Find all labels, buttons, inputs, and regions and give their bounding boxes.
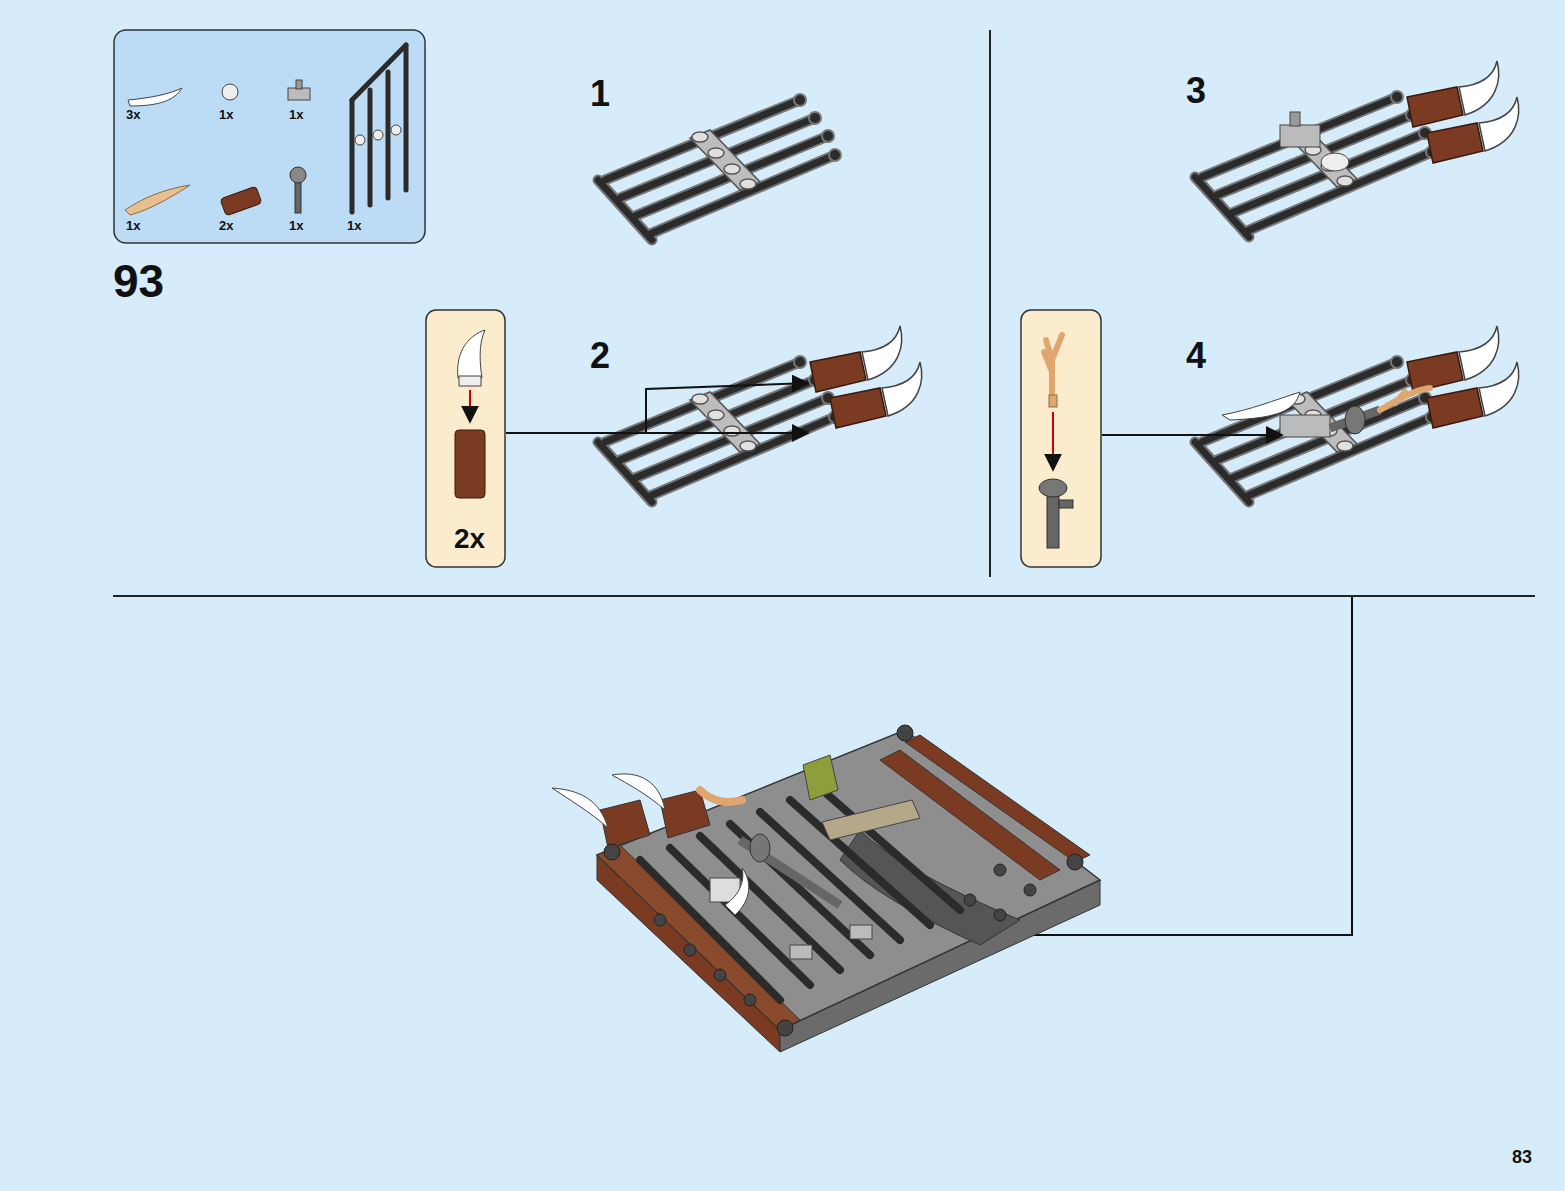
assembled-model-part xyxy=(803,755,838,800)
gate-step3 xyxy=(1195,91,1438,237)
weapon-step4-part xyxy=(1345,406,1365,434)
assembled-model-part xyxy=(552,788,608,828)
assembled-model-part xyxy=(600,800,650,848)
callout-arrow-part xyxy=(506,432,808,434)
parts-icons-part-part xyxy=(373,130,383,140)
callout-arrow-part xyxy=(1102,434,1282,436)
assembled-model-part-part xyxy=(820,788,960,910)
assembled-model-part-part xyxy=(850,925,872,939)
assembled-model-part-part xyxy=(744,994,756,1006)
callout-parts-part xyxy=(469,390,471,422)
divider xyxy=(113,595,1535,597)
parts-icons-part-part xyxy=(350,100,355,212)
callout-box xyxy=(1021,310,1101,567)
part-count: 1x xyxy=(289,108,303,121)
assembled-model-part-part xyxy=(777,1020,793,1036)
assembled-model-part-part xyxy=(994,864,1006,876)
callout-parts-part xyxy=(1059,500,1073,508)
assembled-model-part-part xyxy=(714,969,726,981)
clip-step3-part xyxy=(1290,112,1300,126)
parts-icons-part xyxy=(128,88,182,106)
assembled-model-part xyxy=(790,925,872,959)
assembled-model xyxy=(552,725,1100,1052)
assembled-model-part-part xyxy=(994,909,1006,921)
assembled-model-part-part xyxy=(684,944,696,956)
parts-icons-part-part xyxy=(404,45,409,190)
parts-icons-part xyxy=(352,45,406,212)
assembled-model-part xyxy=(597,730,1100,1030)
page-number: 83 xyxy=(1512,1148,1532,1166)
substep-number: 2 xyxy=(590,338,610,374)
clip-step3-part xyxy=(1321,153,1349,171)
parts-icons-part xyxy=(220,186,262,216)
weapon-step4-part xyxy=(1280,415,1330,437)
parts-icons-part xyxy=(355,125,401,145)
weapon-step4 xyxy=(1222,388,1430,437)
logs-step3 xyxy=(1407,61,1519,163)
part-count: 1x xyxy=(347,219,361,232)
callout-parts-part xyxy=(1044,335,1062,395)
assembled-model-part xyxy=(604,725,1083,1036)
callout-arrow-part xyxy=(646,383,808,433)
assembled-model-part-part xyxy=(604,844,620,860)
assembled-model-part xyxy=(725,868,749,915)
logs-step2 xyxy=(810,326,922,428)
assembled-model-part xyxy=(612,774,665,810)
substep-number: 4 xyxy=(1186,338,1206,374)
substep-number: 1 xyxy=(590,76,610,112)
parts-icons-part-part xyxy=(352,45,406,100)
assembled-model-part-part xyxy=(964,894,976,906)
assembled-model-part xyxy=(700,790,742,802)
callout-parts-part xyxy=(455,430,485,498)
gate-step2 xyxy=(598,356,841,502)
part-count: 1x xyxy=(219,108,233,121)
assembled-model-part-part xyxy=(1067,854,1083,870)
weapon-step4-part xyxy=(1222,392,1300,420)
parts-icons-part-part xyxy=(355,135,365,145)
callout-count: 2x xyxy=(454,525,485,553)
callout-parts xyxy=(455,330,1073,548)
assembled-model-part xyxy=(640,788,960,1000)
clip-step3 xyxy=(1280,112,1349,171)
assembled-model-part xyxy=(822,800,920,840)
parts-icons-part xyxy=(125,185,190,215)
parts-icons-part-part xyxy=(368,90,373,205)
callout-parts-part xyxy=(459,376,481,386)
parts-icons-part xyxy=(296,80,302,89)
logs-step4 xyxy=(1407,326,1519,428)
parts-box xyxy=(114,30,425,243)
assembled-model-part-part xyxy=(790,945,812,959)
callout-box xyxy=(426,310,505,567)
parts-icons xyxy=(125,45,406,216)
weapon-step4-part xyxy=(1380,388,1430,410)
assembled-model-part xyxy=(905,735,1090,862)
part-count: 1x xyxy=(289,219,303,232)
parts-icons-part-part xyxy=(391,125,401,135)
assembled-model-part-part xyxy=(1024,884,1036,896)
parts-icons-part xyxy=(288,88,310,100)
callout-parts-part xyxy=(1049,395,1057,407)
assembled-model-part-part xyxy=(654,914,666,926)
part-count: 1x xyxy=(126,219,140,232)
parts-icons-part xyxy=(290,167,306,183)
step-number: 93 xyxy=(113,258,164,304)
callout-parts-part xyxy=(1047,490,1059,548)
callout-parts-part xyxy=(1039,479,1067,497)
assembled-model-part xyxy=(750,834,770,862)
part-count: 2x xyxy=(219,219,233,232)
assembled-model-part-part xyxy=(897,725,913,741)
parts-icons-part-part xyxy=(386,72,391,198)
callout-parts-part xyxy=(1052,412,1054,470)
gate-step1 xyxy=(598,94,841,240)
divider xyxy=(989,30,991,577)
parts-icons-part xyxy=(222,84,238,100)
clip-step3-part xyxy=(1280,125,1320,147)
gate-step4 xyxy=(1195,356,1438,502)
substep-number: 3 xyxy=(1186,73,1206,109)
part-count: 3x xyxy=(126,108,140,121)
callout-parts-part xyxy=(458,330,485,378)
